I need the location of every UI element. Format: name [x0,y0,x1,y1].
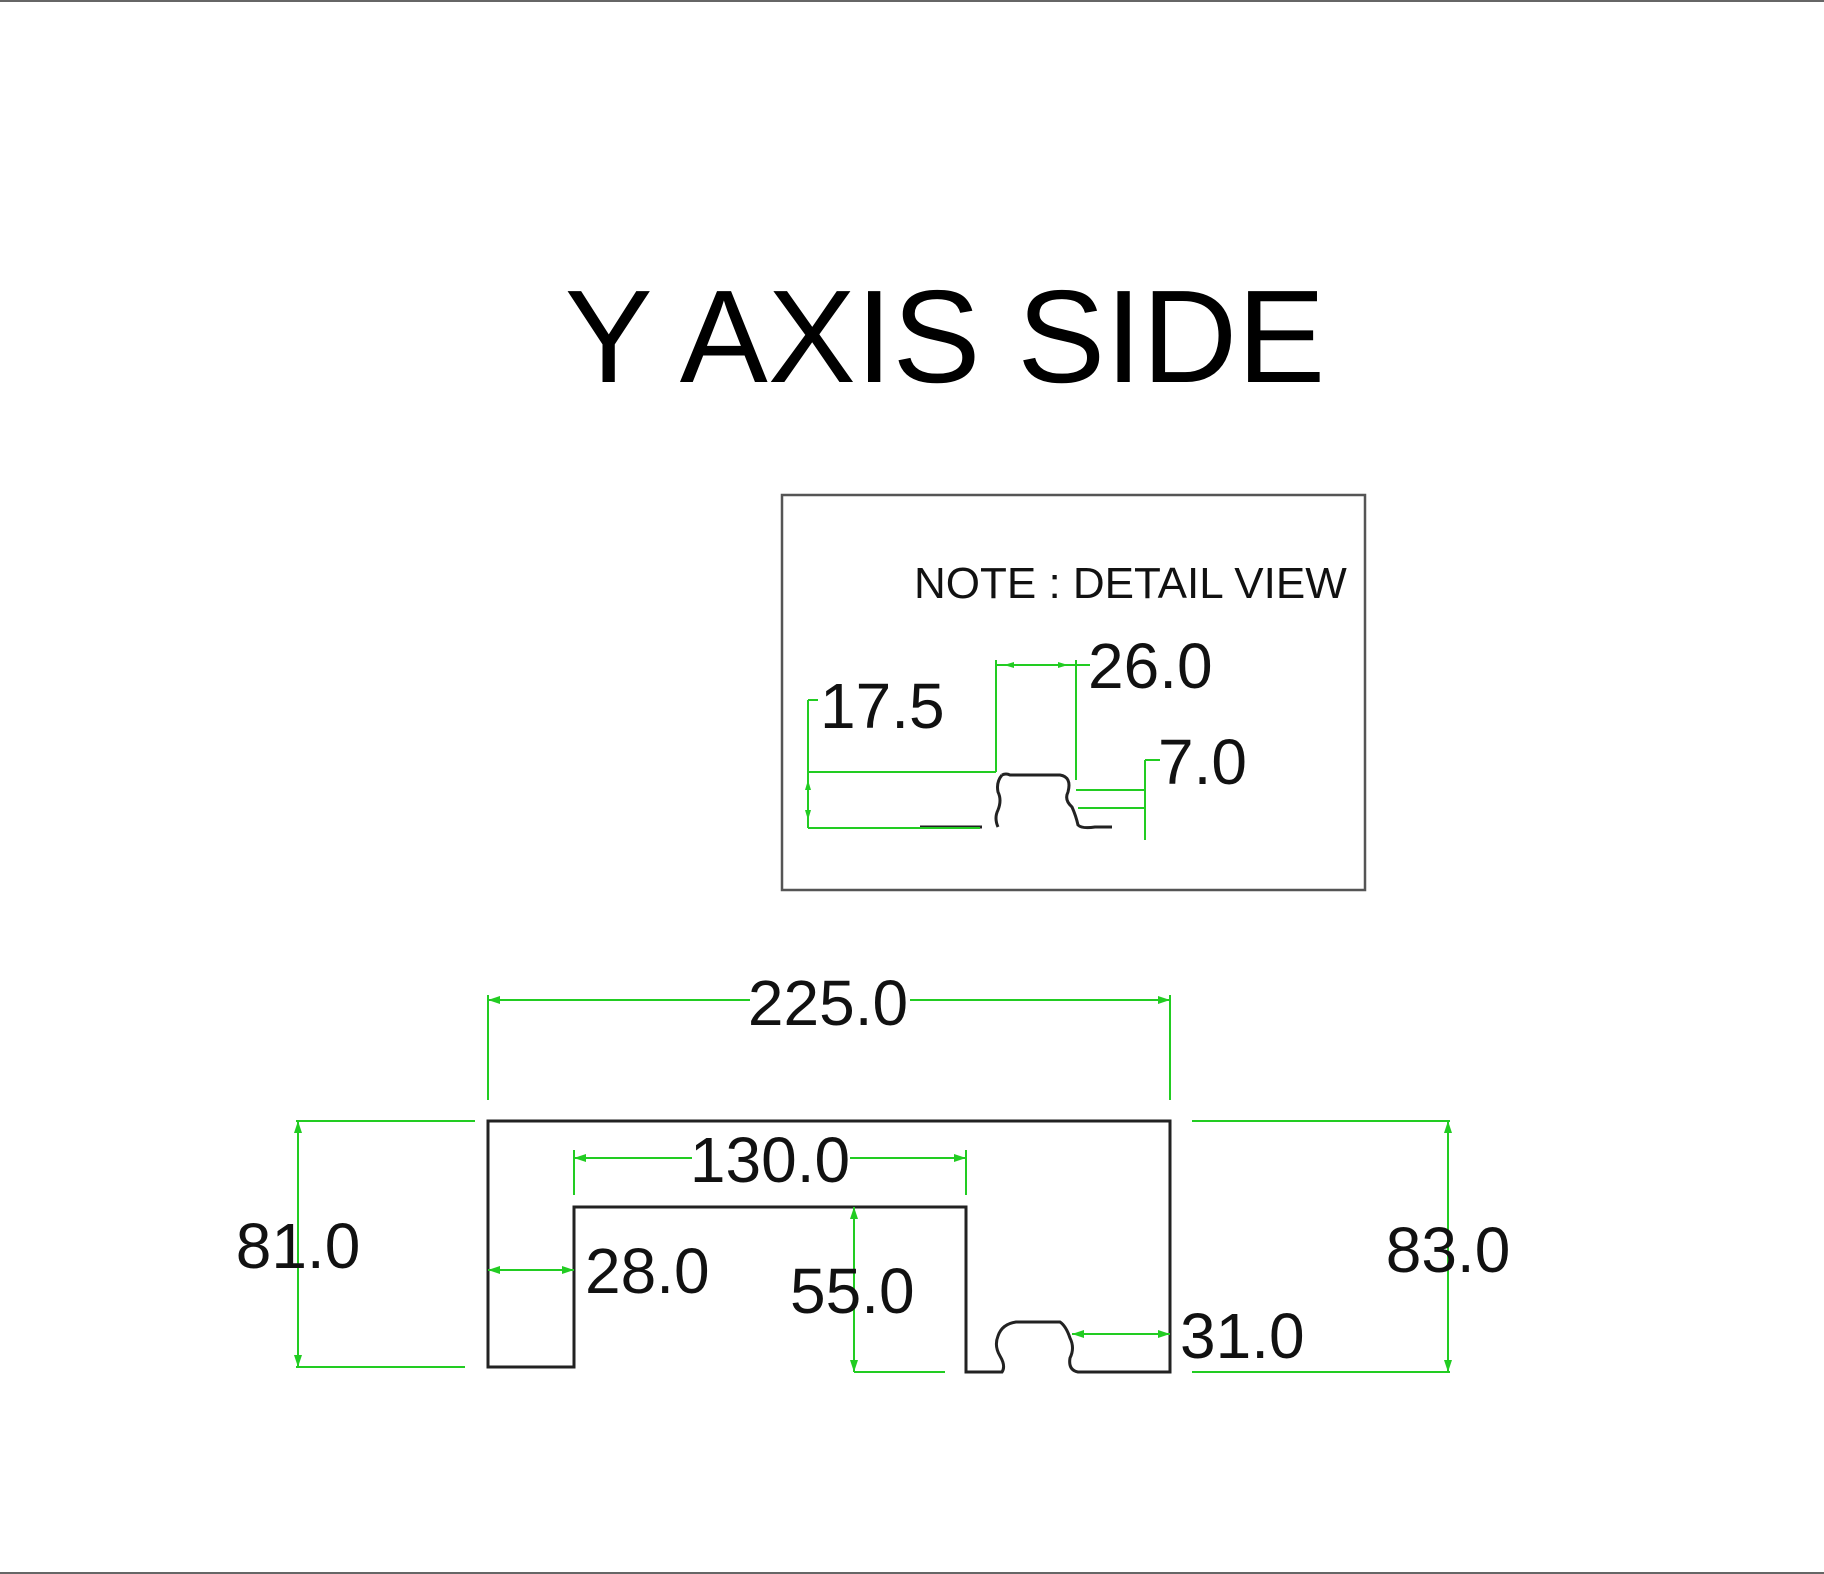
drawing-title: Y AXIS SIDE [565,263,1326,410]
detail-view-note: NOTE : DETAIL VIEW [914,559,1347,608]
detail-dimension-lines [805,660,1160,840]
dim-55-0: 55.0 [790,1255,915,1327]
main-dimension-lines [294,995,1452,1373]
top-frame-line [0,0,1824,2]
dim-7-0: 7.0 [1158,726,1247,798]
main-view: 225.0 130.0 81.0 83.0 28.0 55.0 31.0 [236,967,1511,1374]
dim-28-0: 28.0 [585,1235,710,1307]
detail-slot-profile [920,772,1112,830]
dim-31-0: 31.0 [1180,1300,1305,1372]
dim-26-0: 26.0 [1088,630,1213,702]
dim-81-0: 81.0 [236,1210,361,1282]
dim-83-0: 83.0 [1386,1214,1511,1286]
detail-view-frame [780,493,1367,892]
dim-130-0: 130.0 [690,1124,850,1196]
dim-225-0: 225.0 [748,967,908,1039]
bottom-frame-line [0,1572,1824,1574]
detail-view: NOTE : DETAIL VIEW 17.5 26.0 7.0 [780,493,1367,892]
dim-17-5: 17.5 [820,670,945,742]
main-part-outline [486,1119,1172,1374]
